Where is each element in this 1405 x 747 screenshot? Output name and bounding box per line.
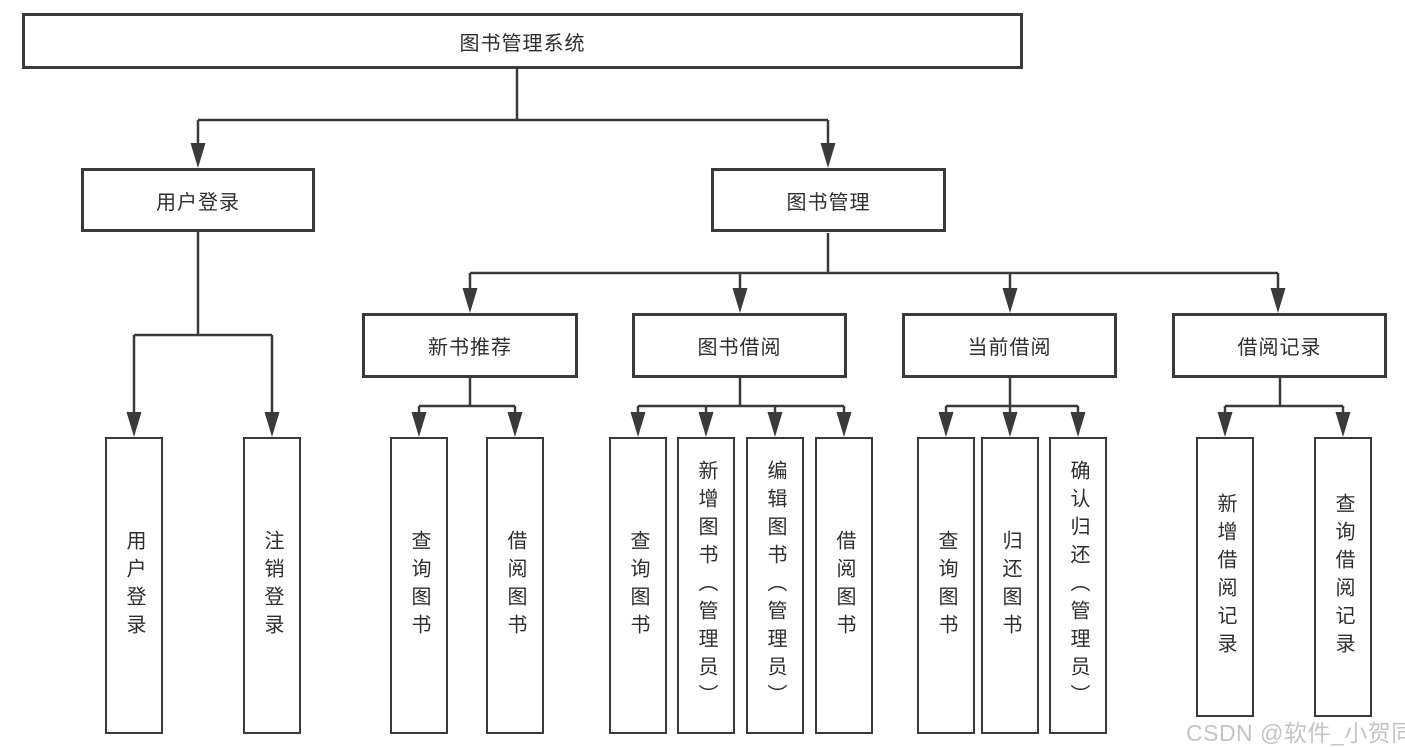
leaf-label: 查询图书 bbox=[935, 529, 957, 642]
leaf-label: 查询借阅记录 bbox=[1332, 493, 1354, 661]
node-library-management-system: 图书管理系统 bbox=[22, 13, 1023, 69]
leaf-logout: 注销登录 bbox=[243, 437, 301, 734]
leaf-edit-book-admin: 编辑图书（管理员） bbox=[746, 437, 804, 734]
node-new-book-recommendation: 新书推荐 bbox=[362, 313, 578, 378]
node-borrowing-records: 借阅记录 bbox=[1172, 313, 1387, 378]
leaf-query-borrow-record: 查询借阅记录 bbox=[1314, 437, 1372, 717]
connector-group-user-login bbox=[126, 232, 280, 437]
leaf-label: 借阅图书 bbox=[504, 529, 526, 642]
leaf-query-books-borrowing: 查询图书 bbox=[609, 437, 667, 734]
leaf-add-book-admin: 新增图书（管理员） bbox=[677, 437, 735, 734]
connector-group-new-book-recommendation bbox=[411, 378, 523, 437]
node-label: 图书管理 bbox=[786, 191, 871, 214]
node-book-management: 图书管理 bbox=[711, 168, 946, 232]
connector-group-book-management bbox=[462, 233, 1286, 313]
leaf-confirm-return-admin: 确认归还（管理员） bbox=[1049, 437, 1107, 734]
connector-group-book-borrowing bbox=[630, 378, 852, 437]
leaf-label: 归还图书 bbox=[999, 529, 1021, 642]
leaf-label: 查询图书 bbox=[408, 529, 430, 642]
leaf-label: 编辑图书（管理员） bbox=[764, 459, 786, 712]
leaf-label: 确认归还（管理员） bbox=[1067, 459, 1089, 712]
leaf-borrow-books-borrowing: 借阅图书 bbox=[815, 437, 873, 734]
node-user-login: 用户登录 bbox=[81, 168, 315, 232]
leaf-return-books: 归还图书 bbox=[981, 437, 1039, 734]
node-label: 图书管理系统 bbox=[459, 32, 586, 55]
leaf-query-books-current: 查询图书 bbox=[917, 437, 975, 734]
leaf-label: 注销登录 bbox=[261, 529, 283, 642]
connector-group-borrowing-records bbox=[1217, 378, 1351, 437]
node-current-borrowing: 当前借阅 bbox=[902, 313, 1117, 378]
node-book-borrowing: 图书借阅 bbox=[632, 313, 847, 378]
node-label: 图书借阅 bbox=[697, 337, 782, 359]
node-label: 用户登录 bbox=[156, 191, 240, 214]
node-label: 借阅记录 bbox=[1237, 337, 1322, 359]
leaf-label: 新增图书（管理员） bbox=[695, 459, 717, 712]
leaf-user-login: 用户登录 bbox=[105, 437, 163, 734]
leaf-label: 查询图书 bbox=[627, 529, 649, 642]
connector-group-current-borrowing bbox=[938, 378, 1086, 437]
node-label: 当前借阅 bbox=[967, 337, 1052, 359]
leaf-borrow-books-recommend: 借阅图书 bbox=[486, 437, 544, 734]
leaf-label: 新增借阅记录 bbox=[1214, 493, 1236, 661]
leaf-label: 用户登录 bbox=[123, 529, 145, 642]
leaf-add-borrow-record: 新增借阅记录 bbox=[1196, 437, 1254, 717]
leaf-query-books-recommend: 查询图书 bbox=[390, 437, 448, 734]
node-label: 新书推荐 bbox=[428, 337, 512, 359]
leaf-label: 借阅图书 bbox=[833, 529, 855, 642]
connector-group-root bbox=[190, 69, 836, 168]
